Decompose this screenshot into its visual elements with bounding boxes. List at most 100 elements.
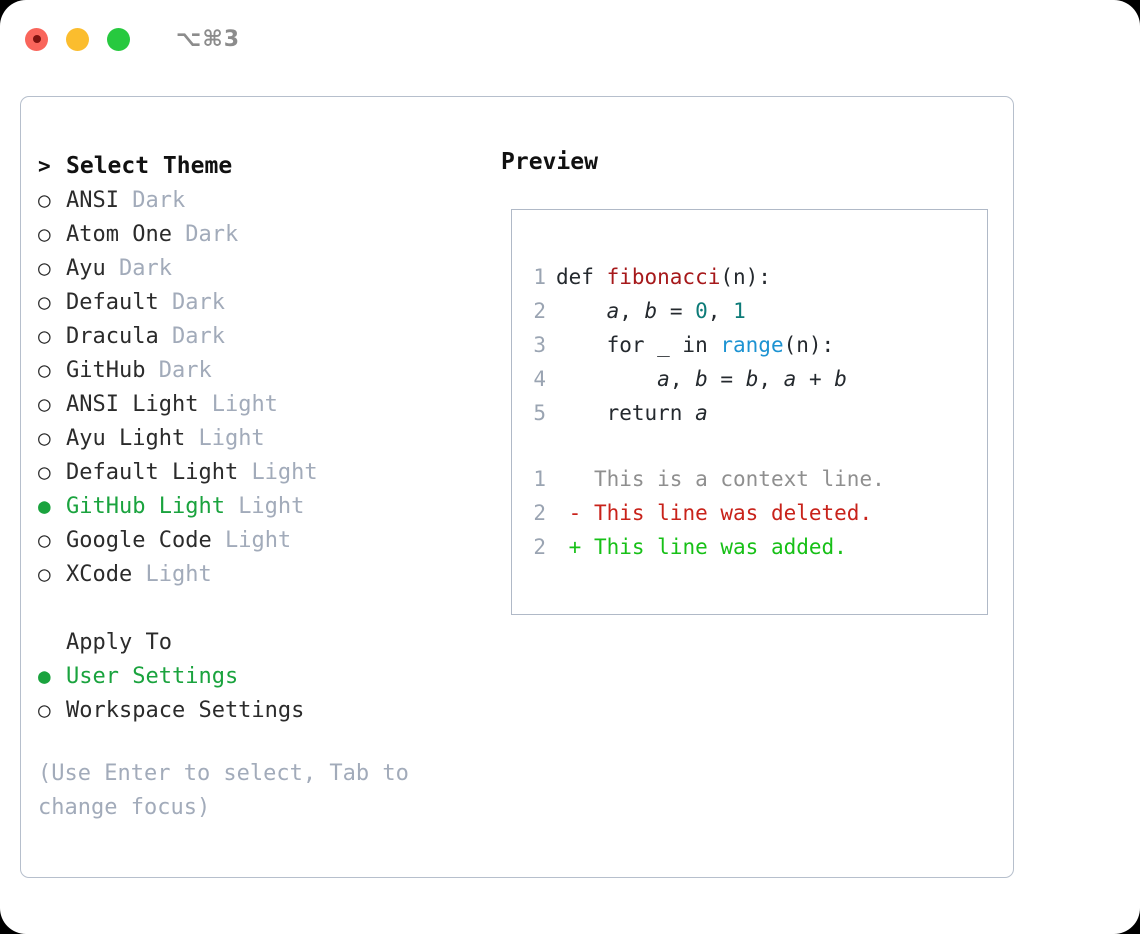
code-text: a, b = b, a + b xyxy=(556,367,847,391)
code-token: return xyxy=(556,401,696,425)
radio-selected-icon[interactable]: ● xyxy=(38,494,51,518)
theme-selector-column: >Select Theme ○ANSI Dark○Atom One Dark○A… xyxy=(38,149,498,825)
theme-name: Ayu Light xyxy=(66,425,199,451)
radio-unselected-icon[interactable]: ○ xyxy=(38,256,51,280)
theme-name: Ayu xyxy=(66,255,119,281)
line-number: 3 xyxy=(533,333,546,357)
theme-list-item[interactable]: ○ANSI Light Light xyxy=(38,387,498,421)
radio-unselected-icon[interactable]: ○ xyxy=(38,698,51,722)
code-token: , xyxy=(669,367,696,391)
code-token: def xyxy=(556,265,607,289)
preview-divider-space xyxy=(512,430,987,462)
theme-name: Google Code xyxy=(66,527,225,553)
theme-name: ANSI xyxy=(66,187,133,213)
radio-unselected-icon[interactable]: ○ xyxy=(38,426,51,450)
theme-list-item[interactable]: ○Atom One Dark xyxy=(38,217,498,251)
theme-name: Default xyxy=(66,289,172,315)
theme-category-tag: Dark xyxy=(171,323,225,349)
code-token: , xyxy=(707,299,734,323)
theme-category-tag: Light xyxy=(251,459,318,485)
theme-list-item[interactable]: ○ Google Code Light xyxy=(38,523,498,557)
code-text: def fibonacci(n): xyxy=(556,265,771,289)
theme-list-item[interactable]: ○GitHub Dark xyxy=(38,353,498,387)
theme-name: GitHub Light xyxy=(66,493,239,519)
code-token: + xyxy=(796,367,835,391)
radio-unselected-icon[interactable]: ○ xyxy=(38,562,51,586)
line-number: 2 xyxy=(533,535,546,559)
theme-name: XCode xyxy=(66,561,146,587)
theme-category-tag: Dark xyxy=(118,255,172,281)
title-bar: ⌥⌘3 xyxy=(0,0,1140,78)
radio-unselected-icon[interactable]: ○ xyxy=(38,222,51,246)
theme-name: Atom One xyxy=(66,221,186,247)
window-controls xyxy=(25,27,130,51)
theme-category-tag: Light xyxy=(145,561,212,587)
theme-list-item[interactable]: ○ Ayu Dark xyxy=(38,251,498,285)
radio-unselected-icon[interactable]: ○ xyxy=(38,528,51,552)
radio-unselected-icon[interactable]: ○ xyxy=(38,460,51,484)
theme-list: ○ANSI Dark○Atom One Dark○Ayu Dark○Defaul… xyxy=(38,183,498,591)
diff-marker xyxy=(556,467,581,491)
code-token: range xyxy=(720,333,784,357)
code-token: , xyxy=(758,367,784,391)
theme-list-item[interactable]: ○ XCode Light xyxy=(38,557,498,591)
theme-name: Dracula xyxy=(66,323,172,349)
main-panel: >Select Theme ○ANSI Dark○Atom One Dark○A… xyxy=(20,96,1014,878)
diff-line: 2 - This line was deleted. xyxy=(512,496,987,530)
radio-unselected-icon[interactable]: ○ xyxy=(38,392,51,416)
line-number: 2 xyxy=(533,299,546,323)
apply-to-header: ○Apply To xyxy=(38,625,498,659)
code-token: = xyxy=(657,299,696,323)
theme-list-item[interactable]: ○ANSI Dark xyxy=(38,183,498,217)
code-token: a xyxy=(695,401,708,425)
code-token xyxy=(556,299,607,323)
apply-to-list: ●User Settings○Workspace Settings xyxy=(38,659,498,727)
radio-unselected-icon[interactable]: ○ xyxy=(38,324,51,348)
diff-text: This line was added. xyxy=(581,535,847,559)
minimize-window-button[interactable] xyxy=(66,27,89,51)
theme-list-item[interactable]: ● GitHub Light Light xyxy=(38,489,498,523)
code-text: a, b = 0, 1 xyxy=(556,299,746,323)
theme-list-item[interactable]: ○Default Dark xyxy=(38,285,498,319)
theme-list-item[interactable]: ○ Ayu Light Light xyxy=(38,421,498,455)
theme-name: GitHub xyxy=(66,357,159,383)
diff-marker: + xyxy=(556,535,582,559)
spacer-row xyxy=(38,591,498,625)
line-number: 2 xyxy=(533,501,546,525)
code-token: b xyxy=(745,367,759,391)
line-number: 1 xyxy=(533,467,546,491)
code-token: for _ in xyxy=(556,333,721,357)
select-theme-header: >Select Theme xyxy=(38,149,498,183)
theme-category-tag: Light xyxy=(198,425,265,451)
theme-category-tag: Light xyxy=(224,527,292,553)
radio-unselected-icon[interactable]: ○ xyxy=(38,290,51,314)
theme-name: ANSI Light xyxy=(66,391,212,417)
radio-selected-icon[interactable]: ● xyxy=(38,664,51,688)
cursor-arrow-icon: > xyxy=(38,154,51,178)
code-token: , xyxy=(619,299,645,323)
code-line: 4 a, b = b, a + b xyxy=(512,362,987,396)
line-number: 4 xyxy=(533,367,546,391)
radio-unselected-icon[interactable]: ○ xyxy=(38,358,51,382)
apply-to-title: Apply To xyxy=(66,629,172,655)
apply-to-option[interactable]: ○Workspace Settings xyxy=(38,693,498,727)
theme-category-tag: Light xyxy=(238,493,305,519)
theme-list-item[interactable]: ○Default Light Light xyxy=(38,455,498,489)
code-token: a xyxy=(783,367,797,391)
blank-marker-icon: ○ xyxy=(38,630,66,654)
apply-to-option[interactable]: ●User Settings xyxy=(38,659,498,693)
code-line: 3 for _ in range(n): xyxy=(512,328,987,362)
diff-line: 1 This is a context line. xyxy=(512,462,987,496)
code-token: a xyxy=(657,367,670,391)
radio-unselected-icon[interactable]: ○ xyxy=(38,188,51,212)
close-window-button[interactable] xyxy=(25,27,48,51)
maximize-window-button[interactable] xyxy=(107,27,130,51)
line-number: 5 xyxy=(533,401,546,425)
theme-list-item[interactable]: ○ Dracula Dark xyxy=(38,319,498,353)
code-token xyxy=(556,367,657,391)
code-token: b xyxy=(695,367,708,391)
diff-text: This is a context line. xyxy=(581,467,885,491)
